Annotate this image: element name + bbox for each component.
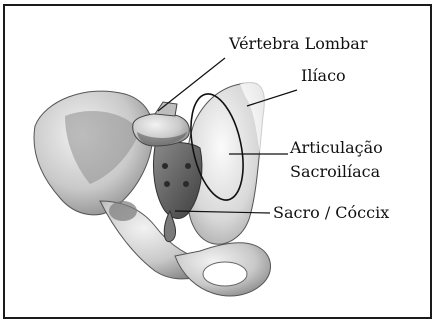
label-sacroiliac-line2: Sacroilíaca (290, 162, 380, 182)
label-sacroiliac-line1: Articulação (290, 138, 383, 158)
label-sacrum-coccyx: Sacro / Cóccix (273, 203, 389, 223)
sacral-foramen-1 (162, 163, 168, 169)
sacral-foramen-4 (183, 181, 189, 187)
acetabulum (109, 201, 137, 221)
sacral-foramen-2 (185, 163, 191, 169)
obturator-foramen (203, 262, 247, 286)
sacral-foramen-3 (164, 181, 170, 187)
label-ilium: Ilíaco (301, 66, 346, 86)
figure-frame: Vértebra Lombar Ilíaco Articulação Sacro… (3, 4, 432, 319)
label-lumbar-vertebra: Vértebra Lombar (229, 34, 367, 54)
